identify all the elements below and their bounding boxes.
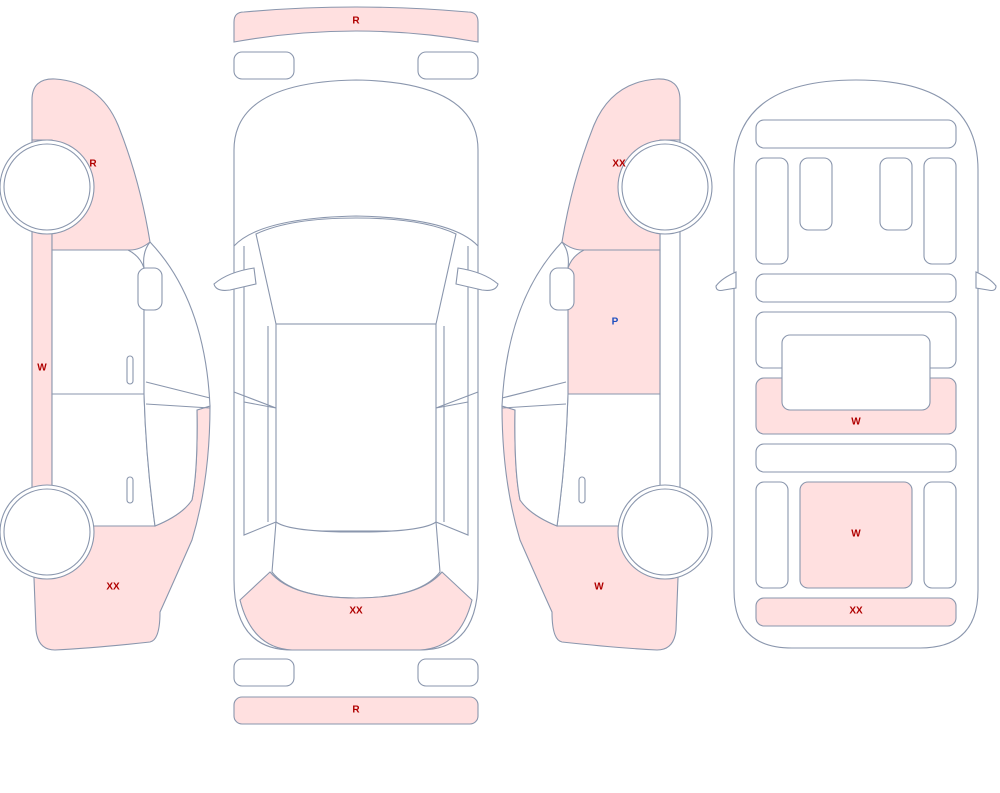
right-front-fender-code: XX [612,159,626,170]
rear-bumper[interactable] [233,696,479,725]
rear-bumper-code: R [352,705,360,716]
left-rear-quarter-code: XX [106,582,120,593]
left-mirror[interactable] [137,267,163,311]
left-front-fender-code: R [89,159,97,170]
rear-armrest-box[interactable] [781,334,931,411]
dashboard[interactable] [755,119,957,149]
rear-crossbar[interactable] [755,443,957,473]
right-glass-area [501,241,569,527]
front-right-seat[interactable] [923,157,957,265]
front-left-seat[interactable] [755,157,789,265]
left-rocker-sill-code: W [37,363,47,374]
interior-right-mirror[interactable] [975,271,997,292]
interior-left-mirror[interactable] [715,271,737,292]
left-glass-area [143,241,211,527]
rear-panel[interactable] [239,571,473,651]
interior-view: W W XX [715,79,997,649]
rear-left-light[interactable] [233,658,295,687]
right-rear-door-handle [578,476,586,504]
front-left-light[interactable] [233,51,295,80]
rear-window[interactable] [271,520,441,599]
cargo-floor-code: W [851,529,861,540]
left-front-wheel[interactable] [3,143,91,231]
top-left-mirror[interactable] [213,267,257,291]
rear-sill-code: XX [849,606,863,617]
left-rear-wheel[interactable] [3,488,91,576]
cargo-right-panel[interactable] [923,481,957,589]
windshield[interactable] [255,217,457,325]
roof-panel[interactable] [275,323,437,532]
rear-bench-code: W [851,417,861,428]
rear-panel-code: XX [349,606,363,617]
front-left-console[interactable] [799,157,833,231]
left-front-door-handle [126,355,134,385]
front-bumper[interactable] [233,6,479,43]
left-side-view: R W XX [0,78,211,651]
top-view: R XX R [213,6,499,725]
right-front-door-code: P [612,317,619,328]
rear-right-light[interactable] [417,658,479,687]
rear-sill[interactable] [755,597,957,627]
middle-crossbar[interactable] [755,273,957,303]
right-mirror[interactable] [549,267,575,311]
right-side-view: XX P W [501,78,713,651]
right-rear-wheel[interactable] [621,488,709,576]
right-rear-quarter-code: W [594,582,604,593]
front-right-console[interactable] [879,157,913,231]
right-front-wheel[interactable] [621,143,709,231]
cargo-left-panel[interactable] [755,481,789,589]
front-right-light[interactable] [417,51,479,80]
front-bumper-code: R [352,16,360,27]
cargo-floor[interactable] [799,481,913,589]
left-rear-door-handle [126,476,134,504]
top-right-mirror[interactable] [455,267,499,291]
